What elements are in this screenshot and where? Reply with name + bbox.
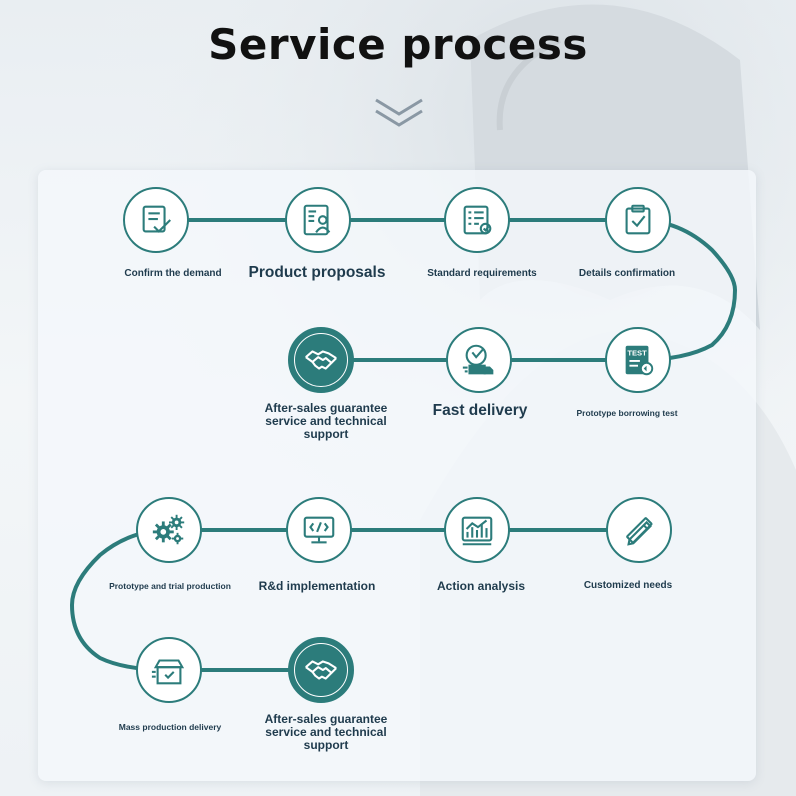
form-check-icon — [142, 205, 171, 233]
step-product-proposals — [285, 187, 351, 253]
analytics-chart-icon — [461, 516, 493, 546]
step-confirm-demand — [123, 187, 189, 253]
step-label: Fast delivery — [432, 402, 528, 419]
step-fast-delivery — [446, 327, 512, 393]
step-after-sales-bottom — [288, 637, 354, 703]
handshake-icon — [305, 660, 337, 680]
step-label: Customized needs — [583, 580, 673, 591]
step-label: Action analysis — [436, 579, 526, 593]
step-action-analysis — [444, 497, 510, 563]
code-monitor-icon — [303, 516, 335, 544]
page-title: Service process — [208, 20, 588, 69]
step-label: Prototype borrowing test — [576, 408, 678, 418]
pencil-ruler-icon — [626, 517, 653, 546]
test-sheet-icon: TEST — [625, 345, 654, 376]
step-label: Product proposals — [248, 264, 386, 281]
box-delivery-icon — [151, 659, 185, 685]
step-label: Standard requirements — [427, 268, 537, 279]
step-label: Prototype and trial production — [109, 581, 231, 591]
delivery-truck-icon — [462, 344, 494, 375]
step-details-confirmation — [605, 187, 671, 253]
chevron-down-icon — [375, 98, 423, 127]
gears-icon — [152, 514, 185, 545]
step-label: After-sales guarantee service and techni… — [264, 712, 388, 752]
step-label: Details confirmation — [578, 268, 676, 279]
clipboard-check-icon — [625, 204, 651, 235]
step-label: After-sales guarantee service and techni… — [264, 401, 388, 441]
step-prototype-trial-production — [136, 497, 202, 563]
step-prototype-borrowing-test: TEST — [605, 327, 671, 393]
step-label: Confirm the demand — [124, 268, 222, 279]
handshake-icon — [305, 350, 337, 370]
svg-text:TEST: TEST — [627, 348, 647, 357]
step-customized-needs — [606, 497, 672, 563]
id-document-icon — [303, 204, 331, 236]
step-label: Mass production delivery — [118, 722, 222, 732]
step-mass-production-delivery — [136, 637, 202, 703]
step-after-sales-top — [288, 327, 354, 393]
step-standard-requirements — [444, 187, 510, 253]
step-rd-implementation — [286, 497, 352, 563]
checklist-icon — [463, 205, 492, 235]
step-label: R&d implementation — [258, 579, 376, 593]
